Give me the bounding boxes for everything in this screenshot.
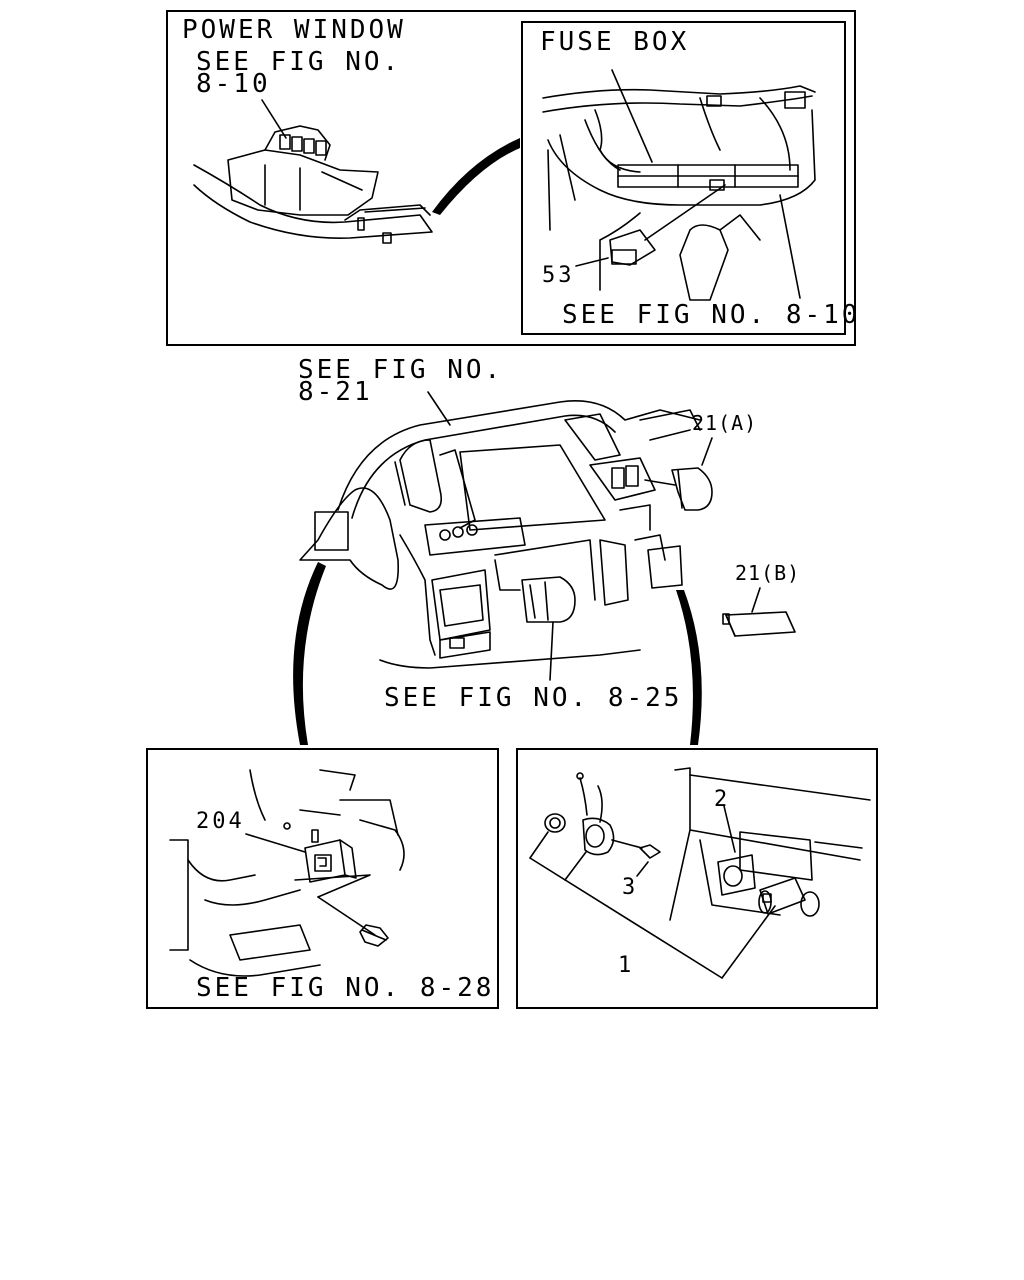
callout-arc-right xyxy=(676,590,702,745)
part-1-label: 1 xyxy=(618,953,634,978)
power-window-switch-drawing xyxy=(193,99,433,244)
relay-panel-frame xyxy=(146,748,499,1009)
lighter-drawing xyxy=(529,767,871,979)
fuse-box-title: FUSE BOX xyxy=(540,27,689,57)
power-window-title: POWER WINDOW xyxy=(182,15,406,45)
part-3-label: 3 xyxy=(622,875,638,900)
callout-connector-top xyxy=(432,138,520,215)
dashboard-see-fig-top: SEE FIG NO. xyxy=(298,355,503,385)
part-204-label: 204 xyxy=(196,809,245,834)
fuse-box-see-fig: SEE FIG NO. 8-10 xyxy=(562,300,860,330)
part-21a-drawing xyxy=(671,437,713,511)
top-panel: POWER WINDOW SEE FIG NO. 8-10 FUSE BOX xyxy=(166,10,860,346)
power-window-see-fig: SEE FIG NO. xyxy=(196,47,401,77)
top-panel-frame xyxy=(166,10,856,346)
dashboard-panel: SEE FIG NO. 8-21 xyxy=(293,355,800,745)
part-21b-drawing xyxy=(722,587,796,637)
part-21b-label: 21(B) xyxy=(735,561,800,585)
part-2-label: 2 xyxy=(714,787,730,812)
relay-panel: 204 SEE FIG NO. 8-28 xyxy=(146,748,499,1009)
part-53-label: 53 xyxy=(542,263,575,288)
power-window-fig-number: 8-10 xyxy=(196,69,271,99)
lighter-panel-frame xyxy=(516,748,878,1009)
dashboard-fig-number-top: 8-21 xyxy=(298,377,373,407)
callout-arc-left xyxy=(293,562,326,745)
fuse-box-frame xyxy=(521,21,846,335)
lighter-panel: 2 3 1 xyxy=(516,748,878,1009)
part-21a-label: 21(A) xyxy=(692,411,757,435)
dashboard-drawing xyxy=(299,400,701,669)
fuse-box-drawing xyxy=(542,69,816,301)
relay-see-fig: SEE FIG NO. 8-28 xyxy=(196,973,494,1003)
dashboard-see-fig-bottom: SEE FIG NO. 8-25 xyxy=(384,683,682,713)
relay-drawing xyxy=(169,769,405,977)
